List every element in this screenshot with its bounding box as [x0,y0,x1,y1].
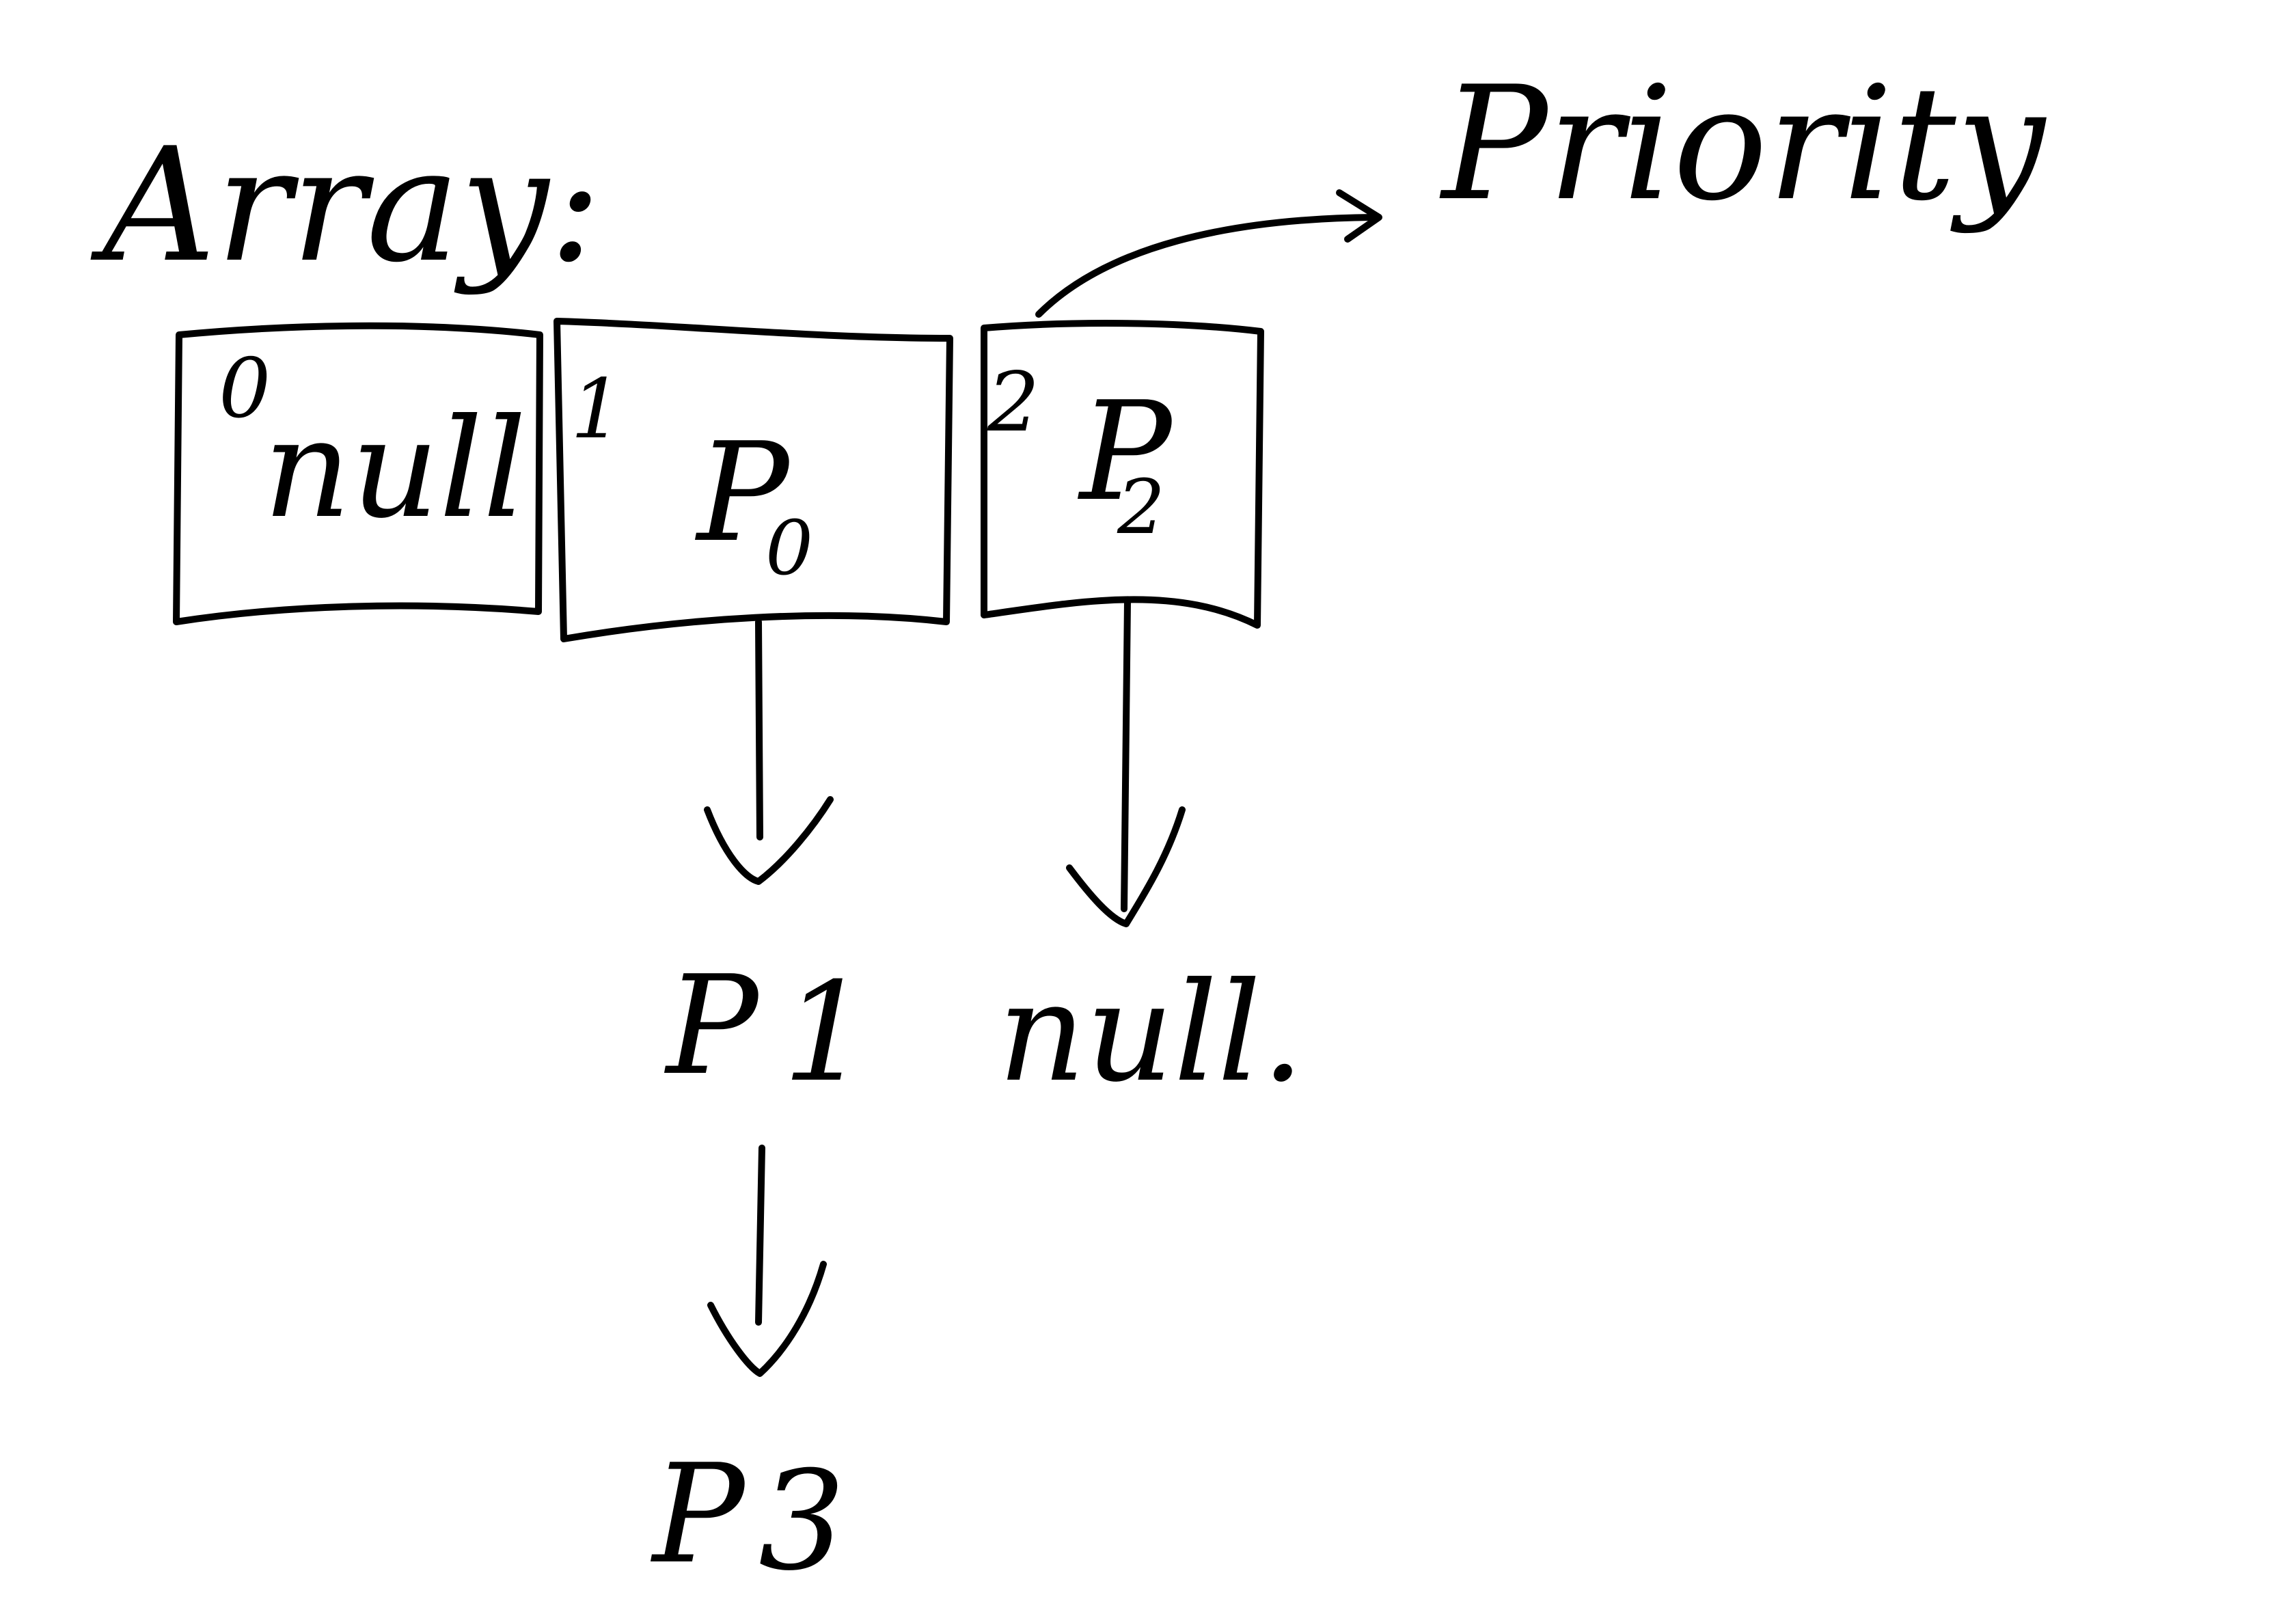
cell-1-border [554,318,953,642]
priority-arrow [1035,214,1377,318]
arrow-cell1-to-p1 [755,618,763,840]
cell-2-subscript: 2 [1117,463,1165,551]
arrow-cell2-to-null [1121,598,1131,912]
arrowhead-cell2-to-null [1066,806,1186,927]
arrowhead-p1-to-p3 [707,1261,827,1377]
priority-arrowhead [1336,189,1382,243]
chain1-node-0-subscript: 1 [782,953,869,1112]
arrow-p1-to-p3 [755,1145,765,1326]
chain1-node-0-value: P [664,946,761,1106]
cell-0-index: 0 [219,342,271,437]
cell-0-border [173,322,543,625]
cell-0-value: null [263,390,527,549]
cell-2-index: 2 [987,355,1039,450]
diagram-title: Array: [90,115,602,297]
cell-1-value: P [694,413,791,573]
priority-label: Priority [1439,53,2047,236]
chain2-node-0-value: null. [998,953,1304,1112]
chain1-node-1-value: P [650,1435,747,1594]
array-cell-1: 1 P 0 [554,318,953,642]
cell-1-index: 1 [571,362,623,457]
array-cell-2: 2 P 2 [981,320,1264,629]
arrowhead-cell1-to-p1 [704,796,834,885]
cell-1-subscript: 0 [765,504,813,592]
cell-2-border [981,320,1264,629]
array-cell-0: 0 null [173,322,543,625]
cell-2-value: P [1077,372,1174,532]
chain1-node-1-subscript: 3 [758,1442,845,1599]
